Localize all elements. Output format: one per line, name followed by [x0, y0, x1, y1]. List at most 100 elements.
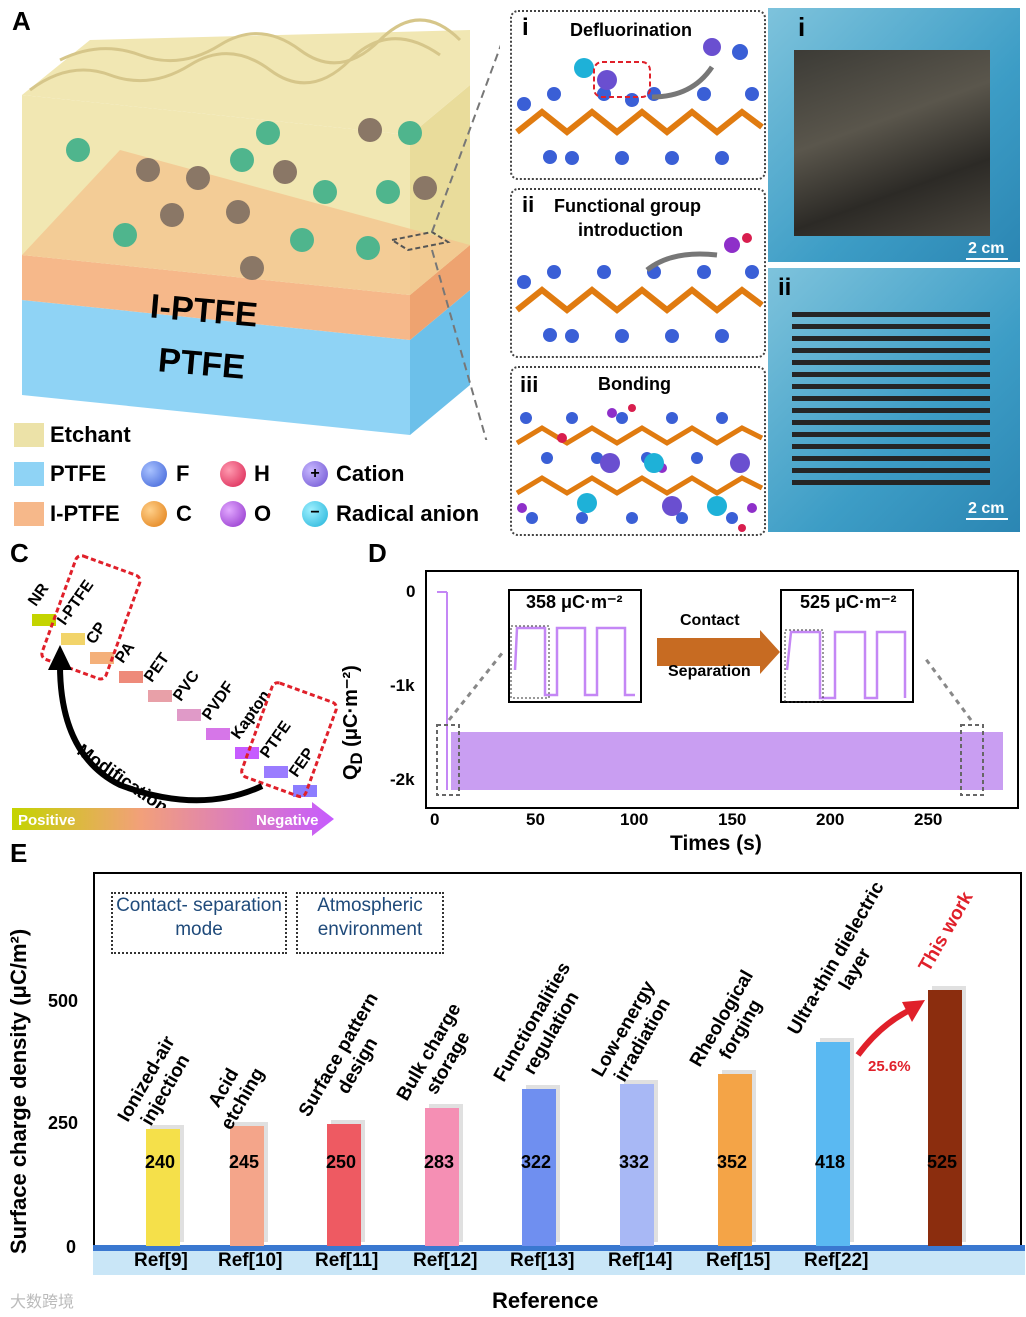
d-ytick-1k: -1k — [390, 676, 415, 695]
inset-ii-title-1: Functional group — [554, 196, 701, 216]
ref-label-1: Ref[10] — [218, 1250, 283, 1271]
legend-h: H — [254, 461, 270, 486]
inset-defluorination: i Defluorination — [510, 10, 766, 180]
bar-value-0: 240 — [145, 1152, 176, 1172]
tribo-bar-nr — [32, 614, 56, 626]
bar-value-8: 525 — [927, 1152, 958, 1172]
bar-value-2: 250 — [326, 1152, 357, 1172]
bar-value-6: 352 — [717, 1152, 748, 1172]
e-floor — [93, 1245, 1025, 1275]
ref-label-5: Ref[14] — [608, 1250, 673, 1271]
defluorination-molecule — [515, 38, 764, 165]
bar-value-4: 322 — [521, 1152, 552, 1172]
panel-c-label: C — [10, 538, 29, 568]
tribo-bar-pvdf — [206, 728, 230, 740]
increase-label: 25.6% — [868, 1058, 911, 1075]
inset-left-value: 358 μC·m⁻² — [526, 592, 623, 612]
etchant-swatch — [14, 423, 44, 447]
legend-ptfe: PTFE — [50, 461, 107, 486]
watermark: 大数跨境 — [10, 1294, 75, 1311]
e-ytick-500: 500 — [48, 991, 79, 1011]
tribo-bar-ptfe — [264, 766, 288, 778]
photo-b-i: i 2 cm — [768, 8, 1020, 262]
scale-bar-ii: 2 cm — [968, 500, 1005, 517]
patterned-stripes — [792, 312, 990, 490]
photo-b-i-number: i — [798, 12, 806, 42]
bar-6 — [718, 1074, 752, 1246]
bar-1 — [230, 1126, 264, 1246]
d-plot — [436, 589, 1003, 796]
hydrogen-atom-icon — [220, 461, 246, 487]
cation-icon: + — [302, 461, 328, 487]
modification-arrow — [40, 554, 338, 804]
legend-radical-anion: Radical anion — [336, 501, 480, 526]
bar-value-1: 245 — [229, 1152, 260, 1172]
legend-c: C — [176, 501, 192, 526]
radical-anion-icon: − — [302, 501, 328, 527]
bar-7 — [816, 1042, 850, 1246]
method-label-8: This work — [914, 887, 978, 976]
d-xtick-150: 150 — [718, 810, 747, 829]
ref-label-2: Ref[11] — [315, 1250, 379, 1271]
ptfe-swatch — [14, 462, 44, 486]
legend-cation: Cation — [336, 461, 405, 486]
sample-film — [794, 50, 990, 236]
inset-right-value: 525 μC·m⁻² — [800, 592, 897, 612]
contact-label: Contact — [680, 612, 740, 629]
scale-bar-ii-line — [966, 518, 1008, 520]
inset-iii-number: iii — [520, 372, 539, 397]
polarity-gradient — [12, 802, 334, 836]
bar-3 — [425, 1107, 459, 1246]
bar-value-3: 283 — [424, 1152, 455, 1172]
bar-8 — [928, 989, 962, 1246]
legend-f: F — [176, 461, 190, 486]
scale-bar-i-line — [966, 258, 1008, 260]
tribo-bar-pa — [119, 671, 143, 683]
inset-functional-group: ii Functional group introduction — [510, 188, 766, 358]
legend-etchant: Etchant — [50, 422, 131, 447]
bar-value-5: 332 — [619, 1152, 650, 1172]
inset-ii-title-2: introduction — [578, 220, 683, 240]
fluorine-atom-icon — [141, 461, 167, 487]
oxygen-atom-icon — [220, 501, 246, 527]
iptfe-swatch — [14, 502, 44, 526]
layer-schematic — [22, 18, 500, 440]
photo-b-ii: ii 2 cm — [768, 268, 1020, 532]
panel-d-label: D — [368, 538, 387, 568]
increase-arrow — [855, 1000, 925, 1057]
tribo-bar-pet — [148, 690, 172, 702]
d-xtick-50: 50 — [526, 810, 545, 829]
e-ytick-250: 250 — [48, 1113, 79, 1133]
d-xlabel: Times (s) — [670, 832, 762, 855]
inset-i-title: Defluorination — [570, 20, 692, 40]
tribo-bar-i-ptfe — [61, 633, 85, 645]
bar-value-7: 418 — [815, 1152, 846, 1172]
scale-bar-i: 2 cm — [968, 240, 1005, 257]
e-xlabel: Reference — [492, 1288, 599, 1313]
bonding-molecule — [515, 404, 764, 532]
negative-label: Negative — [256, 812, 319, 829]
e-plot-frame — [93, 872, 1022, 1252]
inset-ii-number: ii — [522, 192, 535, 217]
d-xtick-100: 100 — [620, 810, 649, 829]
legend-o: O — [254, 501, 272, 526]
ref-label-6: Ref[15] — [706, 1250, 771, 1271]
atmospheric-box: Atmospheric environment — [296, 892, 444, 954]
ref-label-0: Ref[9] — [134, 1250, 188, 1271]
panel-a-label: A — [12, 6, 31, 36]
d-xtick-200: 200 — [816, 810, 845, 829]
positive-label: Positive — [18, 812, 76, 829]
d-xtick-250: 250 — [914, 810, 943, 829]
bar-5 — [620, 1083, 654, 1246]
carbon-atom-icon — [141, 501, 167, 527]
tribo-bar-cp — [90, 652, 114, 664]
legend-iptfe: I-PTFE — [50, 501, 120, 526]
ref-label-3: Ref[12] — [413, 1250, 478, 1271]
functional-group-molecule — [515, 233, 764, 343]
